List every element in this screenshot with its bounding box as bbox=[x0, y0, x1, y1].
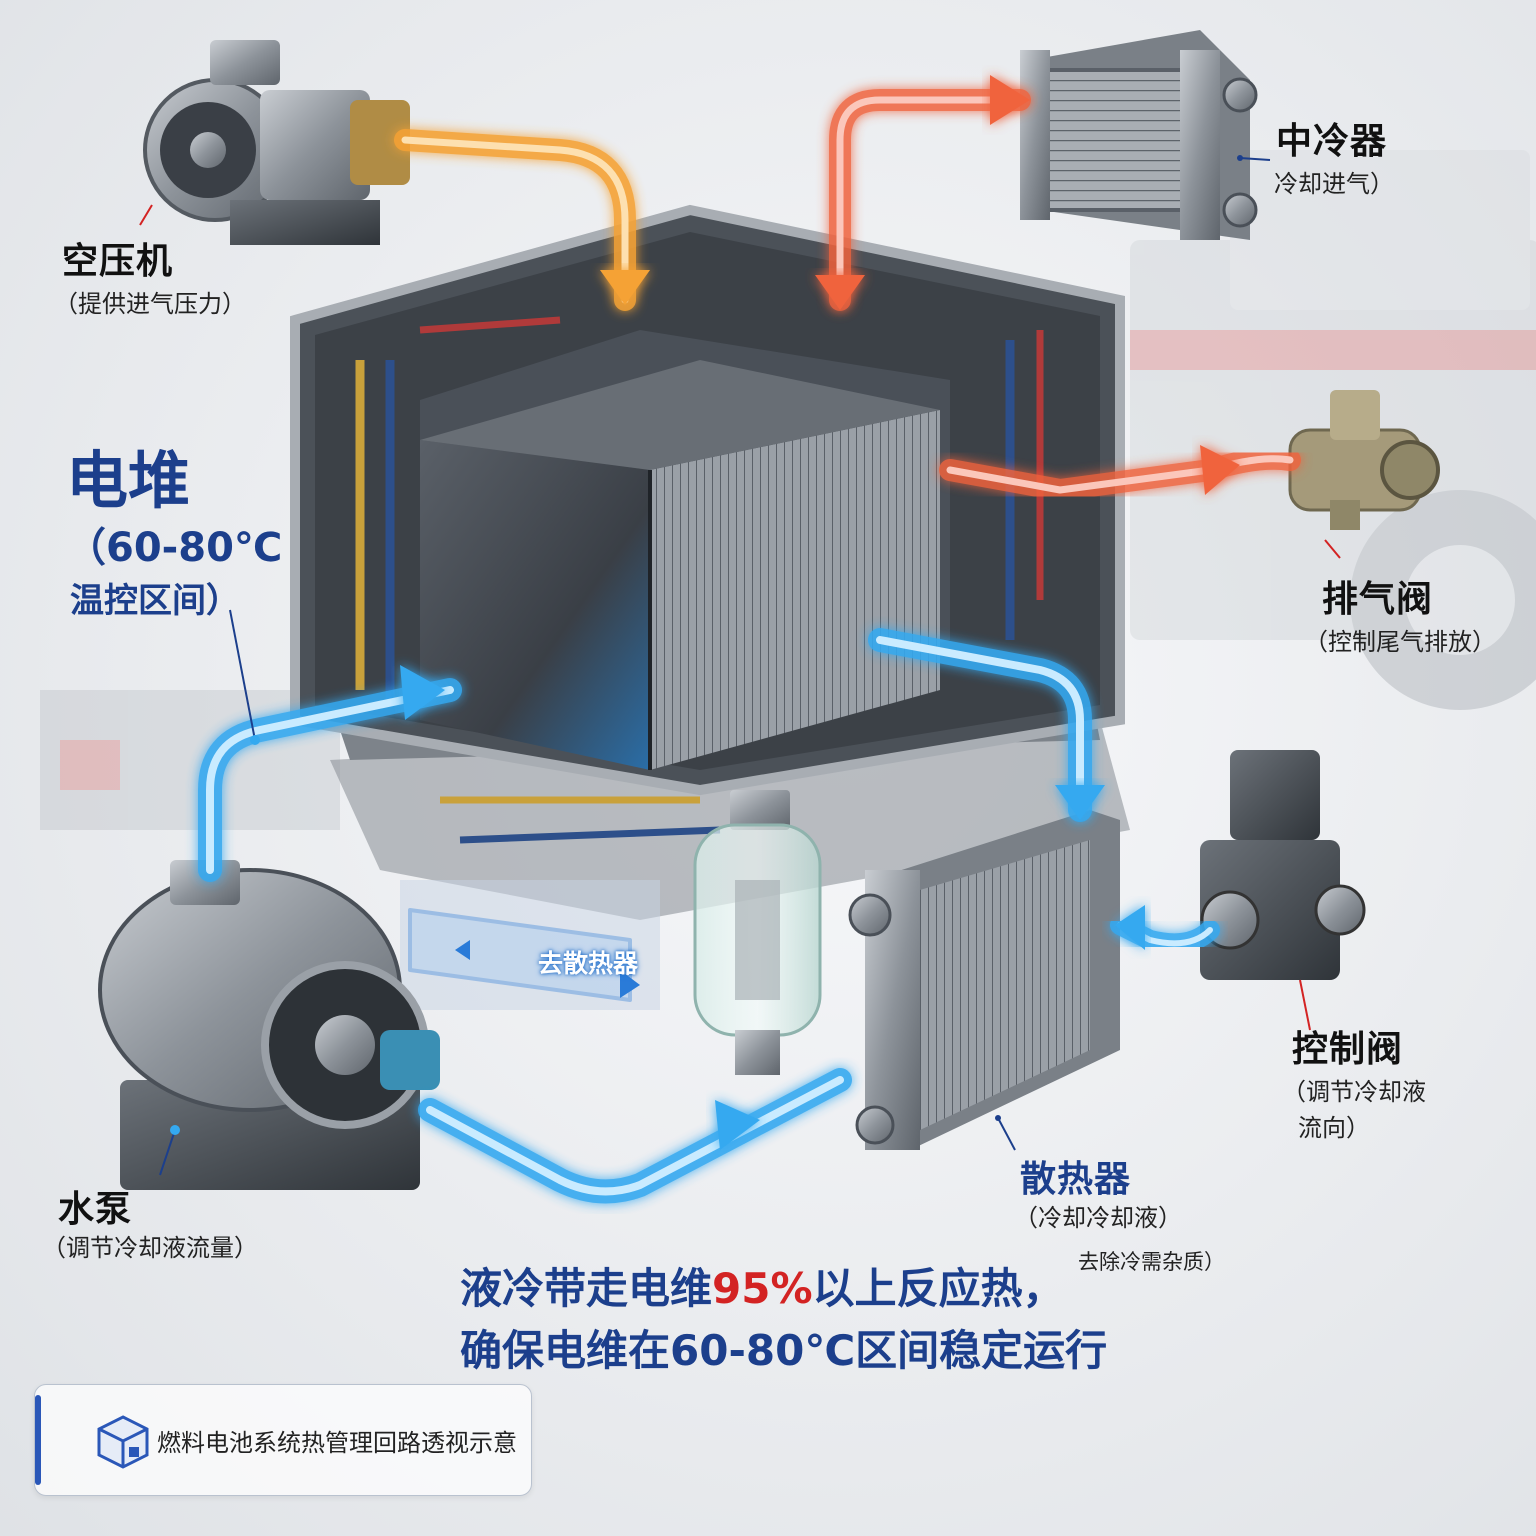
intercooler-title: 中冷器 bbox=[1276, 121, 1388, 162]
caption-box: 燃料电池系统热管理回路透视示意 bbox=[34, 1384, 532, 1496]
compressor-title: 空压机 bbox=[62, 241, 174, 282]
headline-line1: 液冷带走电维95%以上反应热， bbox=[460, 1264, 1065, 1313]
control-valve-subtitle-line2: 流向） bbox=[1298, 1114, 1370, 1142]
exhaust-valve-title: 排气阀 bbox=[1322, 579, 1434, 620]
flow-pipes bbox=[198, 75, 1301, 1204]
headline: 液冷带走电维95%以上反应热， 确保电维在60-80℃区间稳定运行 bbox=[460, 1258, 1107, 1382]
radiator bbox=[848, 810, 1120, 1150]
radiator-note: 去除冷需杂质） bbox=[1078, 1250, 1225, 1274]
stack-title: 电堆 bbox=[66, 444, 191, 517]
water-pump bbox=[98, 860, 440, 1190]
stack-subtitle-range: （60-80℃ bbox=[66, 525, 283, 571]
exhaust-valve-subtitle: （控制尾气排放） bbox=[1304, 628, 1496, 656]
radiator-title: 散热器 bbox=[1020, 1159, 1132, 1200]
caption-accent bbox=[35, 1395, 41, 1485]
cube-icon bbox=[97, 1415, 149, 1469]
intercooler bbox=[1020, 30, 1258, 240]
deionizer-filter bbox=[693, 790, 822, 1075]
headline-percent: 95% bbox=[712, 1264, 813, 1313]
control-valve-title: 控制阀 bbox=[1292, 1029, 1404, 1070]
air-compressor bbox=[143, 40, 410, 245]
control-valve-body bbox=[1200, 750, 1366, 980]
caption-text: 燃料电池系统热管理回路透视示意 bbox=[157, 1429, 517, 1457]
compressor-subtitle: （提供进气压力） bbox=[54, 290, 246, 318]
exhaust-valve bbox=[1288, 390, 1440, 530]
radiator-subtitle: （冷却冷却液） bbox=[1014, 1204, 1182, 1232]
water-pump-subtitle: （调节冷却液流量） bbox=[42, 1234, 258, 1262]
control-valve-subtitle-line1: （调节冷却液 bbox=[1282, 1078, 1426, 1106]
headline-line2: 确保电维在60-80℃区间稳定运行 bbox=[460, 1326, 1108, 1375]
leader-lines bbox=[139, 155, 1341, 1176]
stack-subtitle-zone: 温控区间） bbox=[70, 581, 240, 621]
fuel-cell-stack bbox=[420, 330, 950, 770]
water-pump-title: 水泵 bbox=[58, 1189, 133, 1230]
to-radiator-flow-label: 去散热器 bbox=[538, 949, 639, 978]
intercooler-subtitle: 冷却进气） bbox=[1274, 170, 1394, 198]
